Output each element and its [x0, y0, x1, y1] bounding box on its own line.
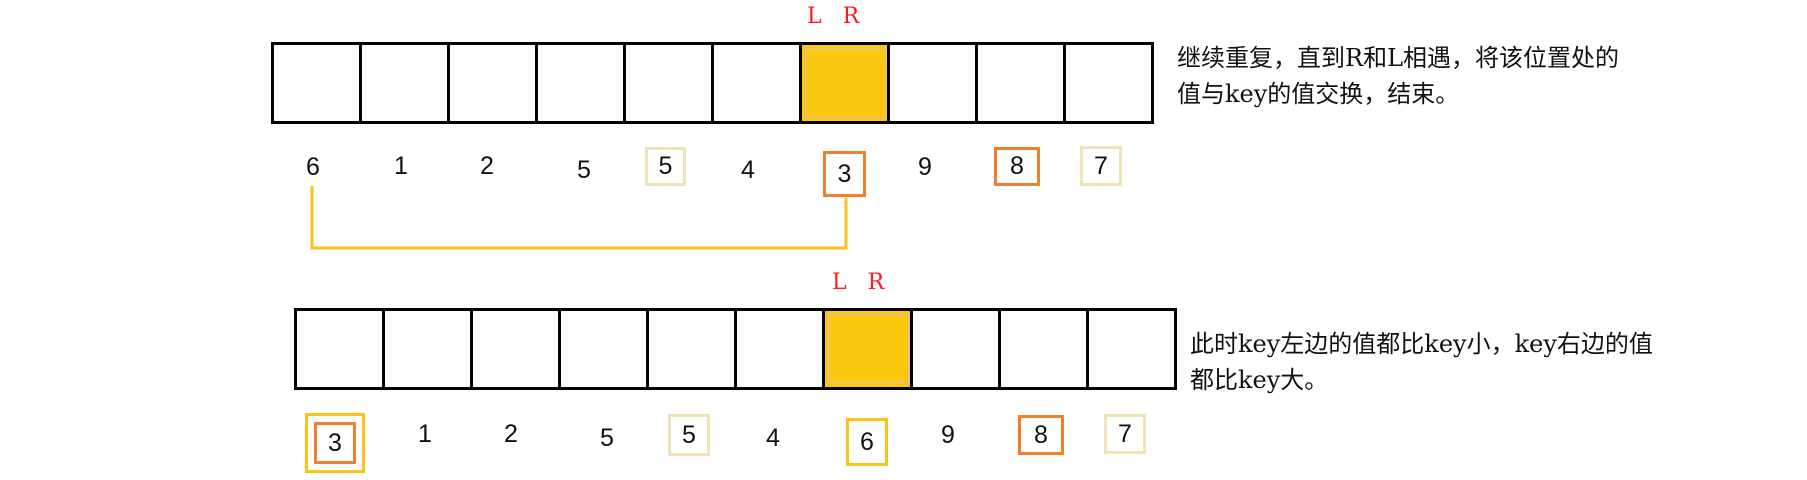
bottom-note-line-1: 此时key左边的值都比key小，key右边的值	[1190, 330, 1653, 358]
top-array	[271, 42, 1154, 124]
bottom-cell-5	[737, 311, 825, 387]
bottom-array	[294, 308, 1177, 390]
bottom-cell-8	[1001, 311, 1089, 387]
top-cell-7	[890, 45, 978, 121]
top-note-line-2: 值与key的值交换，结束。	[1177, 80, 1460, 108]
top-value-0: 6	[306, 153, 320, 181]
top-value-9-boxed: 7	[1080, 146, 1122, 186]
bottom-value-6-boxed: 6	[846, 418, 888, 466]
top-cell-4	[626, 45, 714, 121]
bottom-cell-0	[297, 311, 385, 387]
top-value-3: 5	[577, 156, 591, 184]
bottom-value-0-outer-box	[305, 413, 365, 473]
top-cell-3	[538, 45, 626, 121]
bottom-value-4-boxed: 5	[668, 414, 710, 456]
top-value-8-boxed: 8	[994, 147, 1040, 186]
bottom-value-5: 4	[766, 424, 780, 452]
bottom-value-2: 2	[504, 420, 518, 448]
bottom-cell-3	[561, 311, 649, 387]
top-cell-5	[714, 45, 802, 121]
top-value-1: 1	[394, 152, 408, 180]
top-pointer-label-lr: L R	[807, 4, 867, 29]
bottom-cell-4	[649, 311, 737, 387]
bottom-value-9-boxed: 7	[1104, 414, 1146, 454]
bottom-value-1: 1	[418, 420, 432, 448]
top-value-6-key-boxed: 3	[823, 151, 866, 197]
top-note-line-1: 继续重复，直到R和L相遇，将该位置处的	[1177, 44, 1620, 72]
top-cell-2	[450, 45, 538, 121]
bottom-value-3: 5	[600, 424, 614, 452]
bottom-cell-7	[913, 311, 1001, 387]
top-value-5: 4	[741, 156, 755, 184]
bottom-value-0-key-boxed: 3	[314, 422, 356, 464]
bottom-cell-9	[1089, 311, 1177, 387]
swap-connector-line	[310, 186, 848, 250]
top-cell-1	[362, 45, 450, 121]
top-note: 继续重复，直到R和L相遇，将该位置处的 值与key的值交换，结束。	[1177, 40, 1777, 112]
top-cell-6-highlighted	[802, 45, 890, 121]
bottom-note: 此时key左边的值都比key小，key右边的值 都比key大。	[1190, 326, 1790, 398]
bottom-value-7: 9	[941, 421, 955, 449]
top-value-7: 9	[918, 153, 932, 181]
bottom-cell-1	[385, 311, 473, 387]
bottom-value-8-boxed: 8	[1018, 415, 1064, 455]
top-cell-9	[1066, 45, 1154, 121]
top-value-2: 2	[480, 152, 494, 180]
bottom-cell-6-highlighted	[825, 311, 913, 387]
bottom-note-line-2: 都比key大。	[1190, 366, 1329, 394]
top-value-4-boxed: 5	[645, 147, 686, 186]
top-cell-0	[274, 45, 362, 121]
top-cell-8	[978, 45, 1066, 121]
bottom-pointer-label-lr: L R	[832, 270, 892, 295]
bottom-cell-2	[473, 311, 561, 387]
